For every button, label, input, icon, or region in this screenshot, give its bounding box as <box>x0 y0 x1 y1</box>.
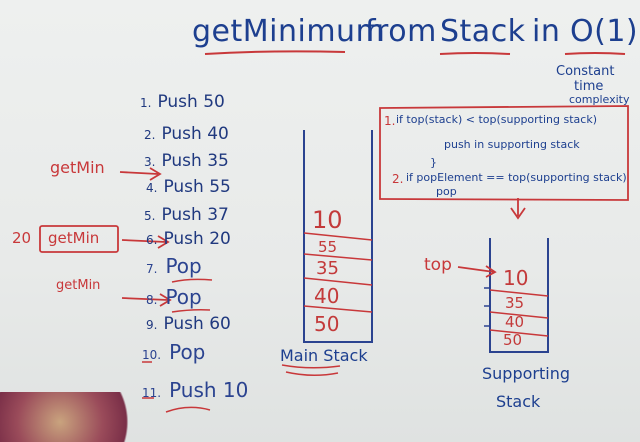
main-stack-label-underline <box>281 364 341 369</box>
supporting-stack-divider-1 <box>489 289 549 297</box>
getmin-label-3: getMin <box>56 278 101 293</box>
getmin-label-1: getMin <box>50 158 105 177</box>
step-5: 5. Push 37 <box>144 205 229 225</box>
supporting-stack-divider-2 <box>489 311 549 319</box>
getmin-arrow-2 <box>121 239 167 243</box>
step-2: 2. Push 40 <box>144 124 229 144</box>
top-arrowhead <box>485 265 497 278</box>
main-stack-item-1: 10 <box>312 206 343 234</box>
note-complexity: complexity <box>569 93 630 106</box>
note-time: time <box>574 79 604 94</box>
step-1-text: Push 50 <box>157 92 225 112</box>
step-4-number: 4. <box>146 181 158 195</box>
top-label: top <box>424 255 452 275</box>
pop-underline-1 <box>171 278 213 283</box>
title-stack: Stack <box>440 14 526 49</box>
step-6: 6. Push 20 <box>146 229 231 249</box>
main-stack-divider-2 <box>303 253 373 261</box>
getmin-label-2: getMin <box>48 229 100 247</box>
step-4-text: Push 55 <box>163 177 231 197</box>
step-8-number: 8. <box>146 293 158 307</box>
step-10-number: 10. <box>142 348 162 362</box>
supporting-stack-item-1: 10 <box>503 266 529 290</box>
step-2-text: Push 40 <box>161 124 229 144</box>
step-5-number: 5. <box>144 209 156 223</box>
note-constant: Constant <box>556 64 615 79</box>
step-10: 10. Pop <box>142 340 205 364</box>
step-6-number: 6. <box>146 233 158 247</box>
getmin-arrow-1 <box>119 171 159 175</box>
step-1: 1. Push 50 <box>140 92 225 112</box>
title-underline-3 <box>564 52 626 55</box>
supporting-stack-label-1: Supporting <box>482 364 570 383</box>
title-in: in <box>532 14 561 49</box>
step-2-number: 2. <box>144 128 156 142</box>
title-from: from <box>365 14 437 49</box>
main-stack-item-3: 35 <box>316 258 339 279</box>
step-10-text: Pop <box>169 340 206 364</box>
step-1-number: 1. <box>140 96 152 110</box>
step-4: 4. Push 55 <box>146 177 231 197</box>
getmin-arrow-3 <box>121 297 169 301</box>
main-stack-outline <box>303 130 373 343</box>
step-7-text: Pop <box>165 254 202 278</box>
title-underline-1 <box>204 50 346 55</box>
main-stack-item-2: 55 <box>318 238 338 256</box>
main-stack-divider-1 <box>303 232 373 241</box>
getmin-arrowhead-2 <box>157 235 170 249</box>
step-9-number: 9. <box>146 318 158 332</box>
step-7: 7. Pop <box>146 254 202 278</box>
rule-2-number: 2. <box>392 172 404 186</box>
supporting-stack-item-2: 35 <box>505 294 525 312</box>
step-8: 8. Pop <box>146 285 202 309</box>
getmin-arrowhead-1 <box>149 167 162 181</box>
main-stack-label-underline-2 <box>285 371 339 376</box>
getmin-result-20: 20 <box>12 229 32 247</box>
step-5-text: Push 37 <box>161 205 229 225</box>
rule-1-action: push in supporting stack <box>444 138 580 151</box>
rule-1-close-brace: } <box>430 156 437 169</box>
step-3-number: 3. <box>144 155 156 169</box>
supporting-stack-item-3: 40 <box>505 313 525 331</box>
step-11-text: Push 10 <box>169 378 249 402</box>
supporting-stack-divider-3 <box>489 329 549 337</box>
rules-down-arrowhead <box>510 207 526 220</box>
main-stack-item-5: 50 <box>314 312 340 336</box>
step-9-text: Push 60 <box>163 314 231 334</box>
main-stack-divider-4 <box>303 305 373 313</box>
getmin-arrowhead-3 <box>159 293 172 307</box>
getmin-box <box>39 225 119 253</box>
rule-1-number: 1. <box>384 114 396 128</box>
title-underline-2 <box>439 52 511 55</box>
main-stack-label: Main Stack <box>280 346 368 365</box>
step-3-text: Push 35 <box>161 151 229 171</box>
presenter-hand <box>0 392 150 442</box>
rule-2-action: pop <box>436 185 457 198</box>
pop-underline-2 <box>171 309 211 313</box>
rule-1-condition: if top(stack) < top(supporting stack) <box>396 113 597 126</box>
supporting-stack-item-4: 50 <box>503 331 523 349</box>
step-3: 3. Push 35 <box>144 151 229 171</box>
main-stack-item-4: 40 <box>314 284 340 308</box>
title-get-minimum: getMinimum <box>192 14 386 49</box>
title-o1: O(1) <box>570 14 639 49</box>
step-11: 11.Push 10 <box>142 378 248 402</box>
step-7-number: 7. <box>146 262 158 276</box>
main-stack-divider-3 <box>303 277 373 286</box>
step-9: 9. Push 60 <box>146 314 231 334</box>
top-arrow <box>457 266 495 273</box>
step-6-text: Push 20 <box>163 229 231 249</box>
rule-2-condition: if popElement == top(supporting stack) <box>406 171 627 184</box>
supporting-stack-outline <box>489 238 549 353</box>
push10-underline <box>165 406 211 413</box>
step-8-text: Pop <box>165 285 202 309</box>
supporting-stack-label-2: Stack <box>496 392 541 411</box>
rules-box <box>379 105 629 201</box>
